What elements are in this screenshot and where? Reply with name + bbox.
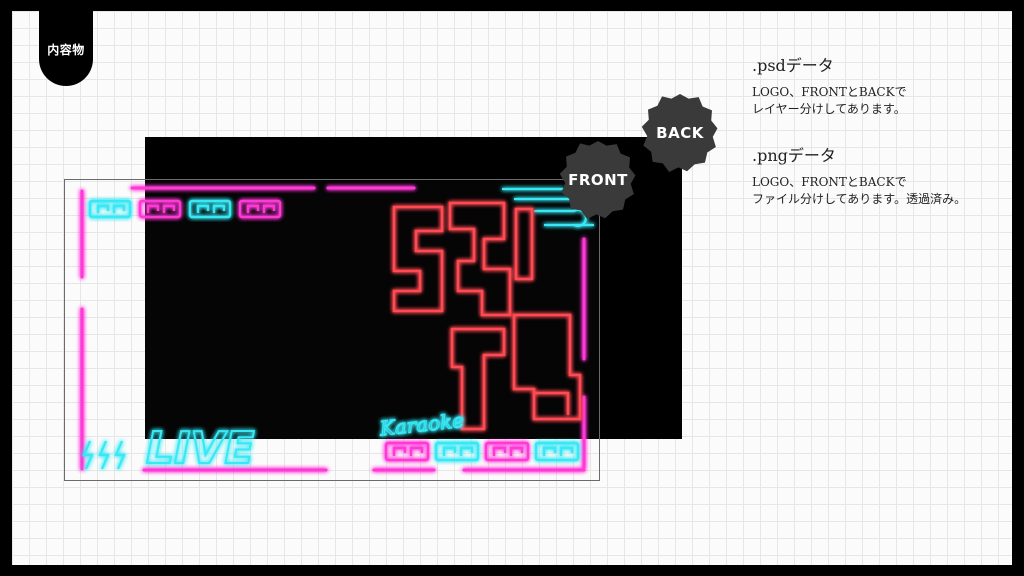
key-pattern-bottom xyxy=(384,441,580,462)
psd-heading: .psdデータ xyxy=(752,56,834,75)
front-layer-preview xyxy=(64,179,600,481)
neon-overlay: LIVE Karaoke xyxy=(80,186,594,475)
png-description: LOGO、FRONTとBACKで ファイル分けしてあります。透過済み。 xyxy=(752,174,966,208)
kanji-neon xyxy=(392,201,582,431)
png-line-1: LOGO、FRONTとBACKで xyxy=(752,175,907,189)
karaoke-sign: Karaoke xyxy=(378,408,465,441)
live-sign: LIVE xyxy=(146,423,255,474)
png-line-2: ファイル分けしてあります。透過済み。 xyxy=(752,192,967,206)
psd-description: LOGO、FRONTとBACKで レイヤー分けしてあります。 xyxy=(752,84,907,118)
png-heading: .pngデータ xyxy=(752,146,836,165)
psd-info: .psdデータ LOGO、FRONTとBACKで レイヤー分けしてあります。 xyxy=(752,52,907,118)
neon-frame xyxy=(80,186,586,472)
psd-line-1: LOGO、FRONTとBACKで xyxy=(752,85,907,99)
psd-line-2: レイヤー分けしてあります。 xyxy=(752,102,906,116)
key-pattern-top xyxy=(88,199,282,219)
cloud-ornament xyxy=(502,187,594,228)
contents-badge: 内容物 xyxy=(39,11,93,86)
png-info: .pngデータ LOGO、FRONTとBACKで ファイル分けしてあります。透過… xyxy=(752,142,966,208)
bolt-icons xyxy=(82,440,126,470)
